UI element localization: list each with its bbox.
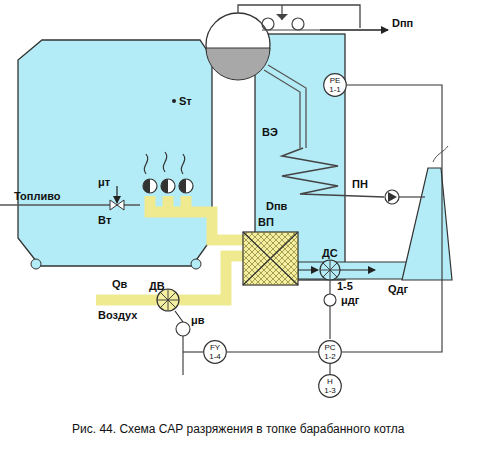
instrument-tag: 1-3 xyxy=(318,386,342,395)
signal-line xyxy=(330,364,331,374)
part-label: μдг xyxy=(341,294,359,307)
instrument-circle: FY1-4 xyxy=(203,340,227,364)
part-label: ПН xyxy=(352,178,368,191)
instrument-circle: H1-3 xyxy=(318,374,342,398)
instrument-tag: PE xyxy=(323,76,347,85)
instrument-circle: PE1-1 xyxy=(323,73,347,97)
part-label: Топливо xyxy=(14,190,60,203)
circle-shape xyxy=(319,341,342,364)
part-label: ДС xyxy=(322,247,338,260)
instrument-tag: FY xyxy=(203,343,227,352)
instrument-circle: PC1-2 xyxy=(318,340,342,364)
instrument-tag: 1-4 xyxy=(203,352,227,361)
circle-shape xyxy=(319,375,342,398)
circle-shape xyxy=(324,74,347,97)
part-label: Dпп xyxy=(392,17,413,30)
instrument-tag: 1-2 xyxy=(318,352,342,361)
part-label: ВП xyxy=(258,216,274,229)
signal-line-path xyxy=(329,364,330,374)
part-label: Qв xyxy=(112,278,127,291)
signal-line xyxy=(227,352,318,353)
signal-line xyxy=(342,85,442,352)
circle-shape xyxy=(204,341,227,364)
part-label: 1-5 xyxy=(337,280,353,293)
part-label: μт xyxy=(98,176,110,189)
part-label: Воздух xyxy=(98,309,137,322)
part-label: Bт xyxy=(98,214,111,227)
signal-line-path xyxy=(342,85,442,352)
instrument-tag: H xyxy=(318,377,342,386)
part-label: Sт xyxy=(179,95,192,108)
part-label: μв xyxy=(191,314,205,327)
instrument-tag: 1-1 xyxy=(323,85,347,94)
figure-caption: Рис. 44. Схема САР разряжения в топке ба… xyxy=(72,422,405,436)
signal-line-path xyxy=(227,351,318,352)
part-label: ВЭ xyxy=(262,126,278,139)
part-label: Dпв xyxy=(266,200,287,213)
part-label: ДВ xyxy=(149,280,165,293)
part-label: Qдг xyxy=(388,283,408,296)
instrument-tag: PC xyxy=(318,343,342,352)
